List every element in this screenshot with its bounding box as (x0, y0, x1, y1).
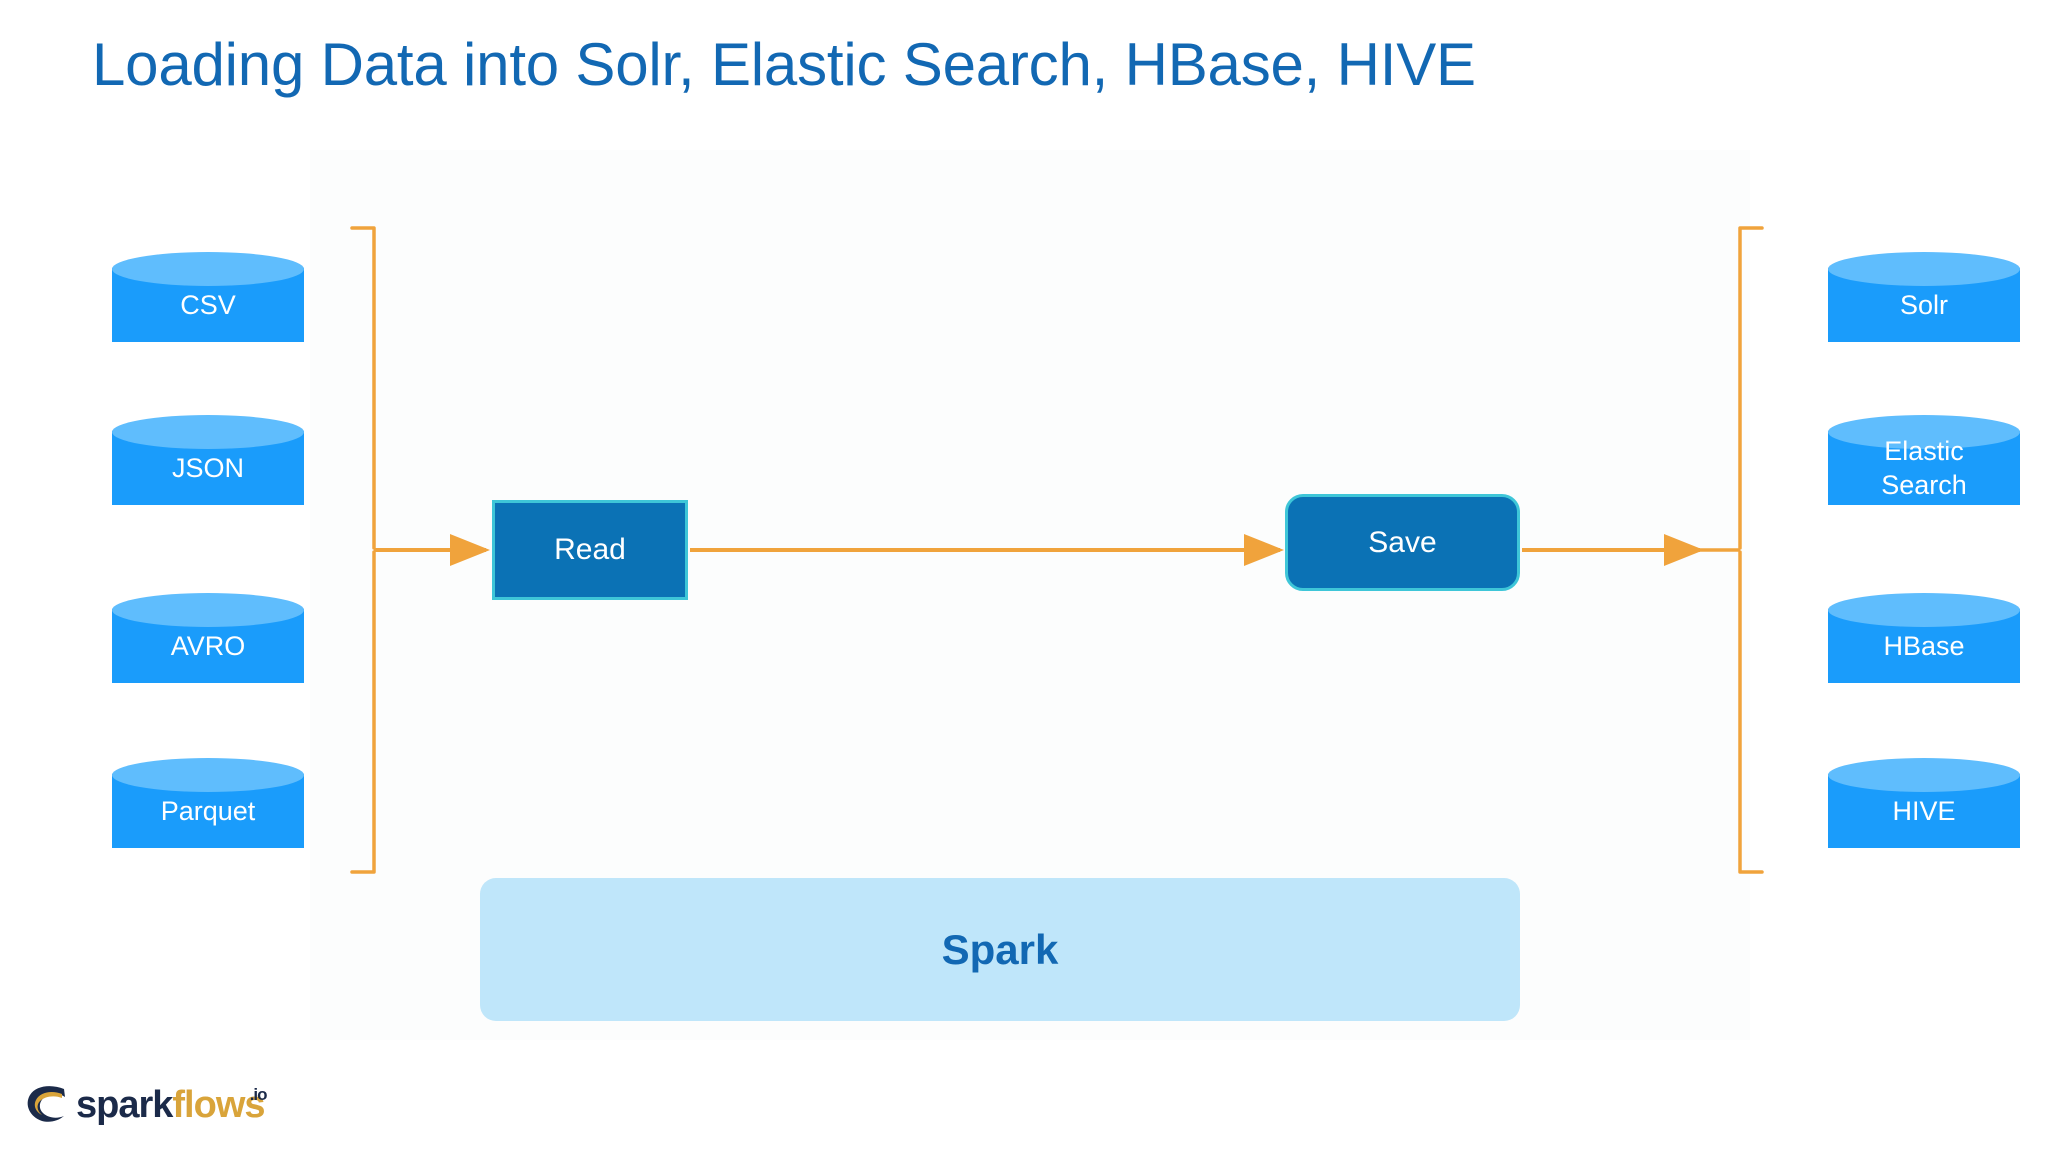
logo-text-flows: flows (172, 1084, 265, 1126)
cylinder-top-ellipse (112, 758, 304, 792)
page-title: Loading Data into Solr, Elastic Search, … (92, 31, 1476, 98)
read-node[interactable]: Read (492, 500, 688, 600)
read-node-label: Read (554, 533, 626, 566)
source-cylinder-avro[interactable]: AVRO (112, 593, 304, 691)
target-cylinder-hive[interactable]: HIVE (1828, 758, 2020, 856)
cylinder-top-ellipse (112, 593, 304, 627)
source-cylinder-csv[interactable]: CSV (112, 252, 304, 350)
spark-engine-label: Spark (941, 925, 1059, 973)
cylinder-top-ellipse (112, 415, 304, 449)
sparkflows-swoosh-icon (27, 1086, 65, 1122)
cylinder-top-ellipse (1828, 415, 2020, 449)
cylinder-top-ellipse (1828, 593, 2020, 627)
target-cylinder-elastic-search[interactable]: Elastic Search (1828, 415, 2020, 513)
cylinder-top-ellipse (112, 252, 304, 286)
save-node[interactable]: Save (1285, 494, 1520, 591)
source-cylinder-parquet[interactable]: Parquet (112, 758, 304, 856)
cylinder-top-ellipse (1828, 252, 2020, 286)
source-cylinder-json[interactable]: JSON (112, 415, 304, 513)
sparkflows-logo: sparkflows.io (24, 1078, 268, 1132)
target-cylinder-hbase[interactable]: HBase (1828, 593, 2020, 691)
logo-text-spark: spark (76, 1084, 173, 1126)
sparkflows-wordmark: sparkflows.io (76, 1084, 268, 1126)
target-cylinder-solr[interactable]: Solr (1828, 252, 2020, 350)
cylinder-top-ellipse (1828, 758, 2020, 792)
save-node-label: Save (1368, 525, 1437, 559)
spark-engine-bar[interactable]: Spark (480, 878, 1520, 1021)
logo-text-tld: .io (249, 1085, 268, 1104)
